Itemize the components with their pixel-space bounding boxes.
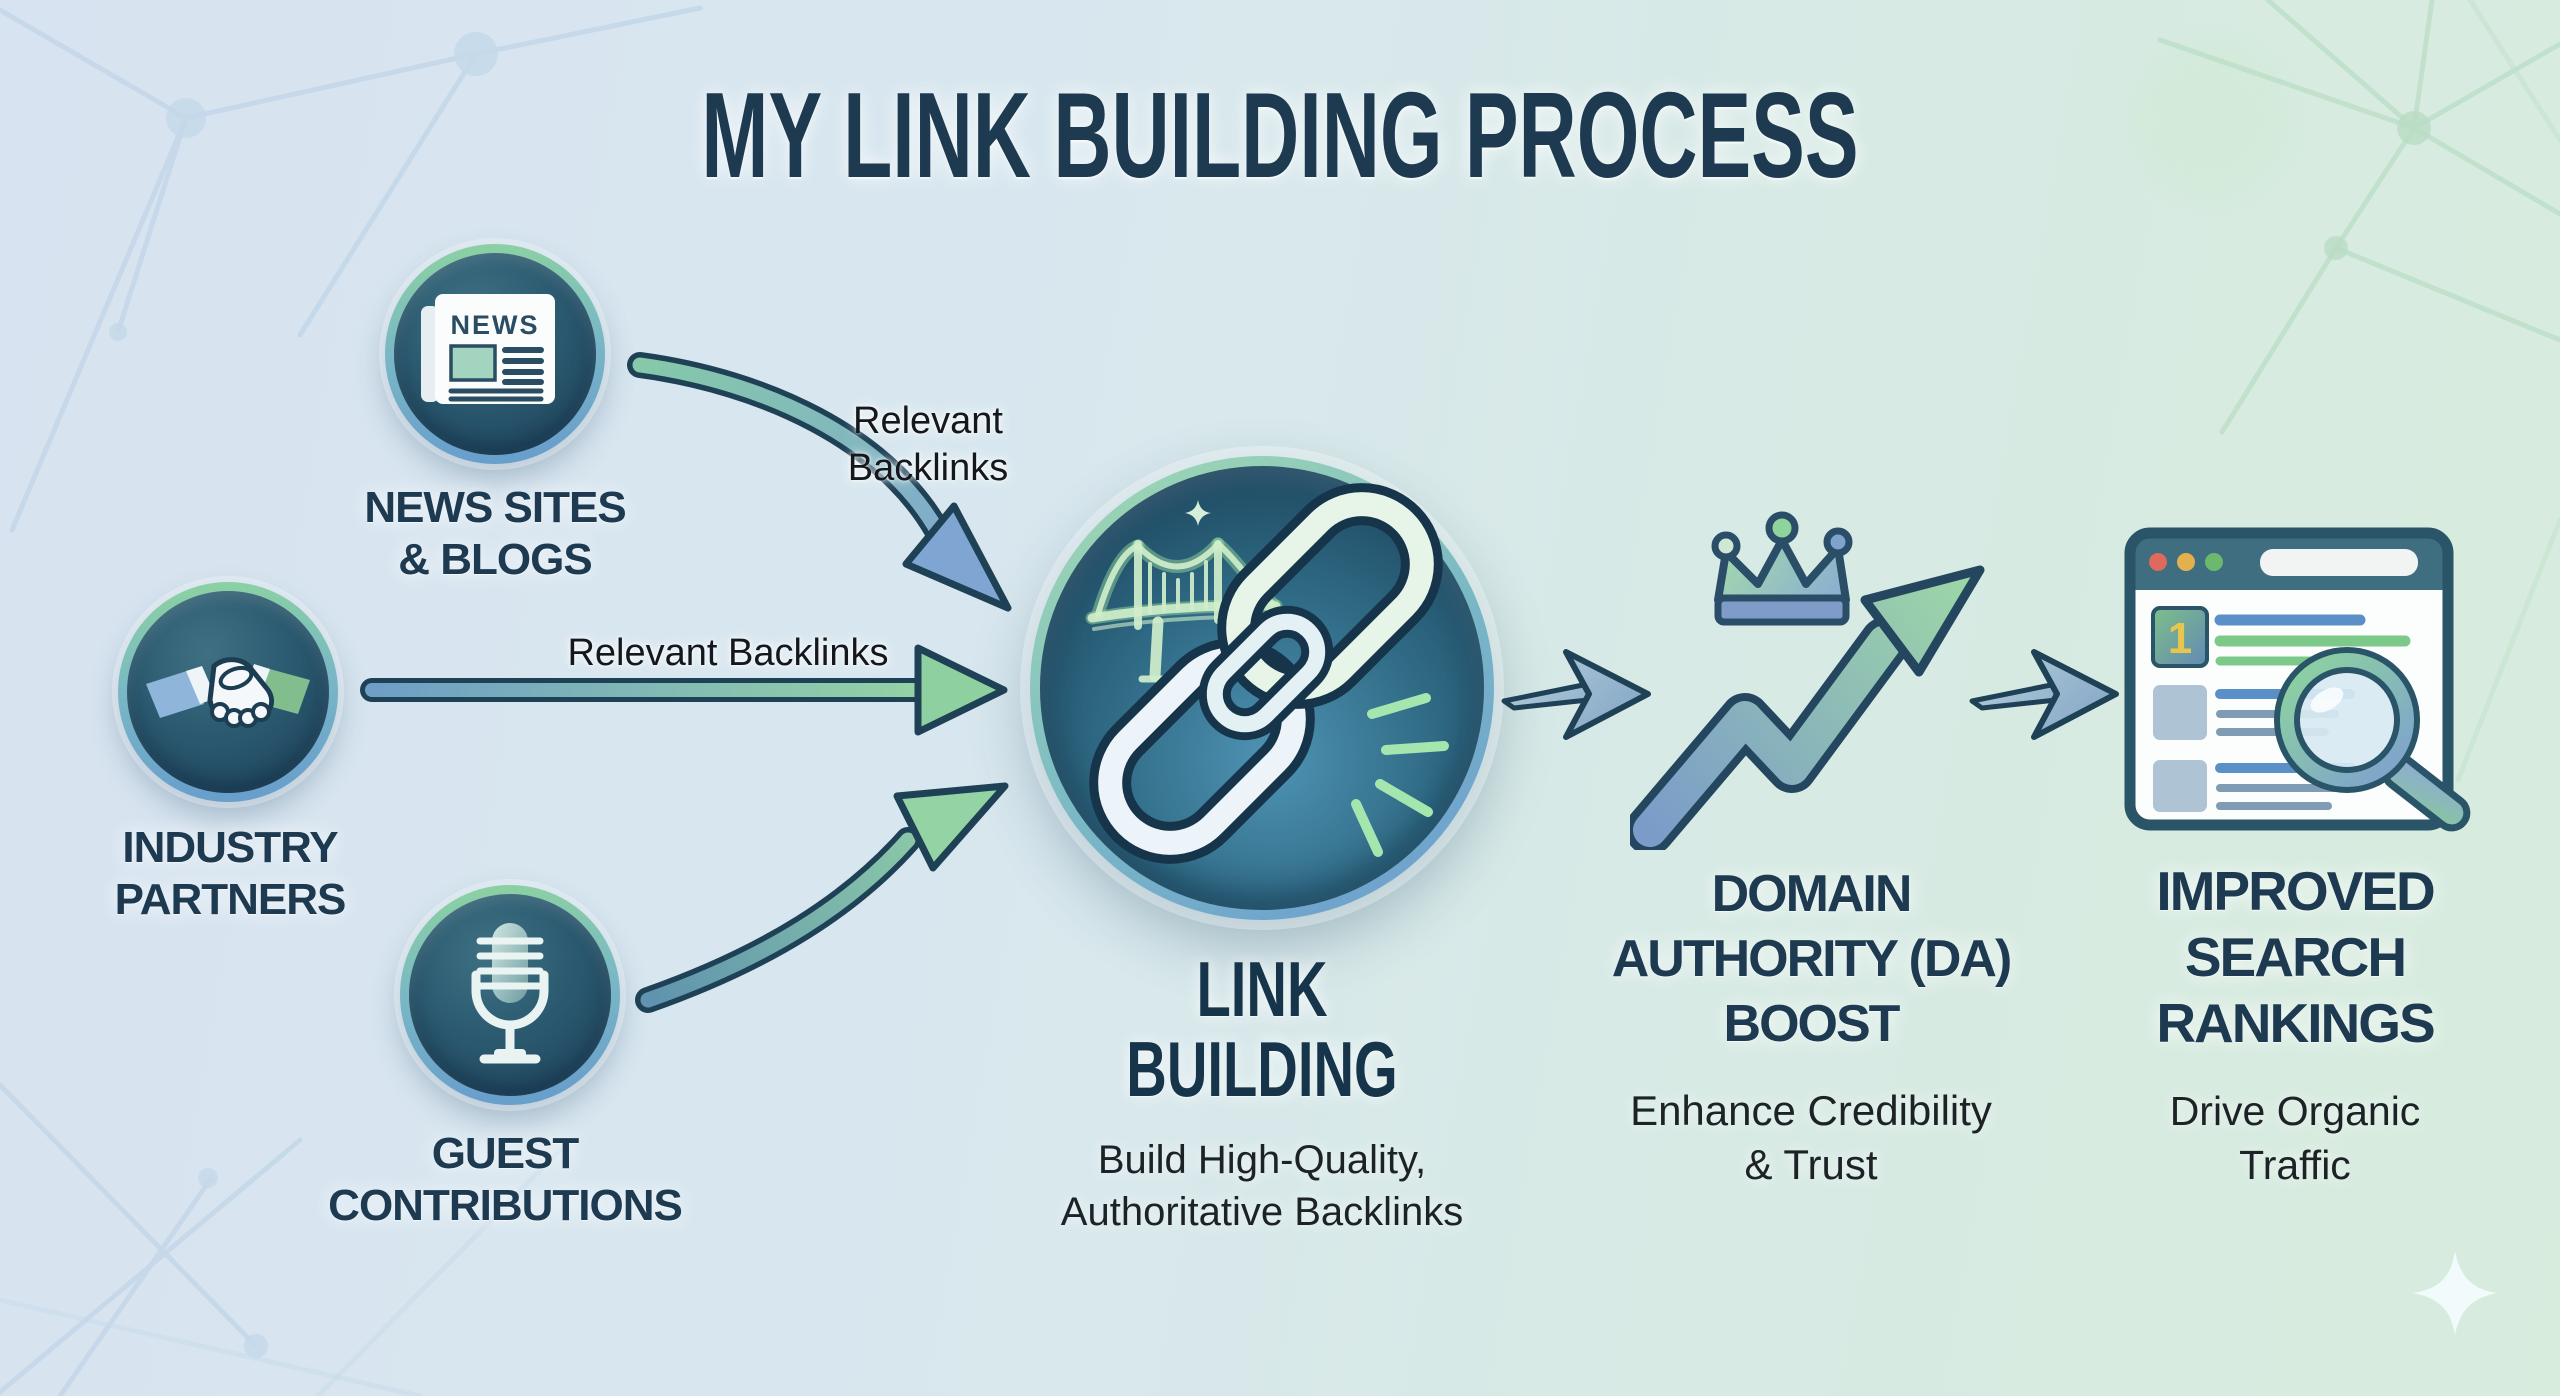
browser-address-bar xyxy=(2260,549,2418,576)
chain-link-icon xyxy=(1089,483,1443,864)
serp-browser-magnifier-icon: 1 xyxy=(2124,527,2471,832)
news-sites-label: NEWS SITES & BLOGS xyxy=(330,482,660,586)
label-line: GUEST xyxy=(431,1129,580,1178)
label-line: IMPROVED xyxy=(2156,860,2435,922)
industry-partners-node xyxy=(118,582,338,802)
label-line: RANKINGS xyxy=(2156,992,2435,1054)
network-nodes-blue xyxy=(109,32,498,1358)
label-line: Traffic xyxy=(2239,1142,2351,1188)
rank-1-badge: 1 xyxy=(2168,614,2192,663)
crown-growth-arrow-icon xyxy=(1630,511,1985,850)
growth-zigzag-arrow xyxy=(1630,565,1985,850)
label-line: Drive Organic xyxy=(2169,1088,2421,1134)
label-line: INDUSTRY xyxy=(122,823,338,872)
page-title: MY LINK BUILDING PROCESS xyxy=(701,67,1859,203)
label-line: BOOST xyxy=(1723,995,1901,1053)
serp-result-1: 1 xyxy=(2151,606,2411,668)
link-building-label: LINK BUILDING xyxy=(1082,949,1442,1109)
bridge-icon xyxy=(1087,540,1281,683)
handshake-icon xyxy=(146,657,310,728)
handshake-fingers xyxy=(210,702,271,728)
domain-authority-subtitle: Enhance Credibility & Trust xyxy=(1576,1084,2046,1192)
label-line: DOMAIN xyxy=(1711,865,1913,923)
label-line: Relevant xyxy=(853,400,1003,442)
label-line: LINK xyxy=(1196,945,1328,1033)
newspaper-lines-bottom xyxy=(448,388,544,402)
bridge-sparkle-icon xyxy=(1185,500,1211,526)
domain-authority-label: DOMAIN AUTHORITY (DA) BOOST xyxy=(1576,862,2046,1057)
label-line: BUILDING xyxy=(1126,1025,1398,1113)
newspaper-icon: NEWS xyxy=(421,294,555,404)
label-line: AUTHORITY (DA) xyxy=(1611,930,2013,988)
browser-window-border xyxy=(2124,527,2454,831)
industry-partners-label: INDUSTRY PARTNERS xyxy=(30,822,430,926)
label-line: NEWS SITES xyxy=(364,483,626,532)
network-nodes-green xyxy=(2324,111,2431,260)
link-building-subtitle: Build High-Quality, Authoritative Backli… xyxy=(982,1134,1542,1238)
news-sites-node: NEWS xyxy=(385,244,605,464)
newspaper-lines xyxy=(502,347,544,385)
label-line: Enhance Credibility xyxy=(1630,1087,1992,1134)
sparkle-icon xyxy=(2413,1251,2497,1335)
label-line: & BLOGS xyxy=(398,535,592,584)
middle-arrow-label: Relevant Backlinks xyxy=(567,632,889,674)
label-line: Build High-Quality, xyxy=(1097,1138,1427,1182)
top-arrow-label: Relevant Backlinks xyxy=(778,398,1078,492)
network-lines-blue xyxy=(0,5,703,1396)
crown-icon xyxy=(1711,511,1853,626)
browser-window-dots xyxy=(2149,553,2223,571)
label-line: Backlinks xyxy=(847,447,1009,489)
background-glow-blob xyxy=(2130,40,2290,200)
microphone-icon xyxy=(471,923,549,1064)
label-line: & Trust xyxy=(1744,1141,1878,1188)
improved-rankings-subtitle: Drive Organic Traffic xyxy=(2075,1084,2515,1192)
label-line: Authoritative Backlinks xyxy=(1060,1190,1464,1234)
label-line: CONTRIBUTIONS xyxy=(328,1181,683,1230)
label-line: SEARCH xyxy=(2184,926,2407,988)
microphone-grill xyxy=(476,937,544,990)
link-building-node xyxy=(1030,456,1494,920)
guest-contributions-node xyxy=(400,885,620,1105)
chain-link-bridge-icon xyxy=(1085,483,1449,864)
click-sparkle-rays xyxy=(1351,693,1449,857)
network-lines-green xyxy=(2157,0,2560,783)
improved-rankings-label: IMPROVED SEARCH RANKINGS xyxy=(2075,858,2515,1056)
magnifier-icon xyxy=(2274,647,2471,832)
label-line: PARTNERS xyxy=(114,875,347,924)
newspaper-masthead-text: NEWS xyxy=(451,310,540,340)
guest-contributions-label: GUEST CONTRIBUTIONS xyxy=(305,1128,705,1232)
